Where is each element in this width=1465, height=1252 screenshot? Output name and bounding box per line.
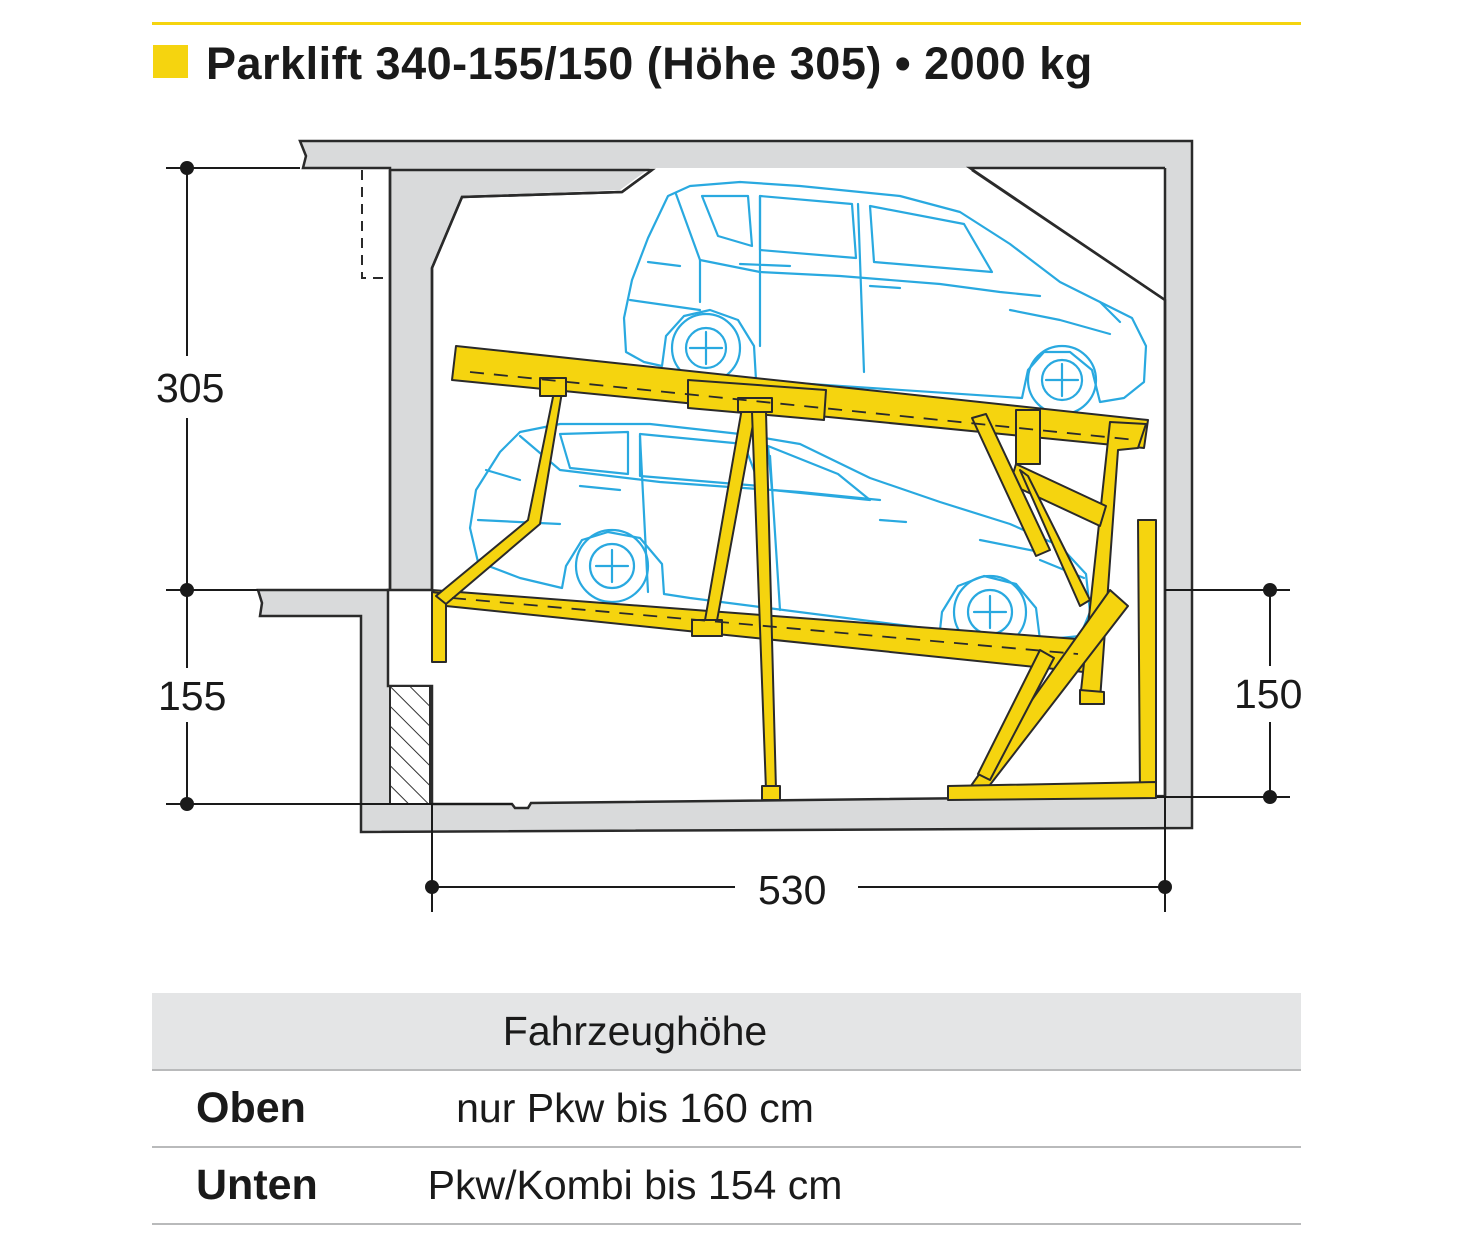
title-marker-square <box>153 45 188 78</box>
table-header: Fahrzeughöhe <box>152 993 1301 1071</box>
dashed-wall-indicator <box>361 170 386 279</box>
dimension-label-width: 530 <box>758 867 827 913</box>
top-rule <box>152 22 1301 25</box>
dimension-label-pit-depth-right: 150 <box>1234 671 1303 717</box>
lift-structure <box>431 345 1157 801</box>
table-row-label: Unten <box>196 1161 318 1209</box>
dimension-label-pit-depth-left: 155 <box>158 673 227 719</box>
table-row: Oben nur Pkw bis 160 cm <box>152 1071 1301 1148</box>
table-row-value: Pkw/Kombi bis 154 cm <box>427 1162 843 1208</box>
dimension-dots <box>180 161 1277 894</box>
page-title: Parklift 340-155/150 (Höhe 305) • 2000 k… <box>206 38 1093 89</box>
floor-base <box>947 781 1157 801</box>
upper-car <box>622 180 1148 416</box>
dimension-label-upper-height: 305 <box>156 365 225 411</box>
table-header-label: Fahrzeughöhe <box>502 1008 768 1054</box>
table-row-value: nur Pkw bis 160 cm <box>456 1085 814 1131</box>
parklift-section-diagram <box>166 139 1290 912</box>
hatched-block <box>389 685 431 805</box>
table-row-label: Oben <box>196 1084 306 1132</box>
table-row: Unten Pkw/Kombi bis 154 cm <box>152 1148 1301 1225</box>
vehicle-height-table: Fahrzeughöhe Oben nur Pkw bis 160 cm Unt… <box>152 993 1301 1225</box>
